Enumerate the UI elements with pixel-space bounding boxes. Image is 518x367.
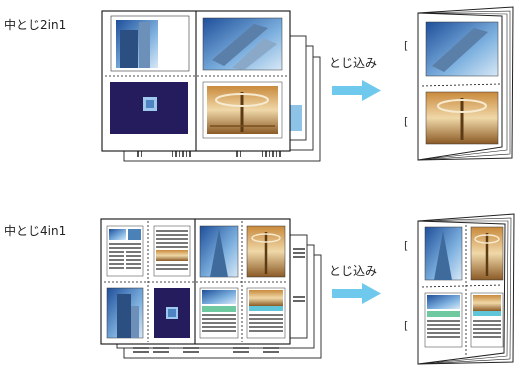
photo-navy-card bbox=[110, 82, 188, 134]
photo-navy-card-2 bbox=[154, 288, 190, 338]
photo-lobby-2 bbox=[246, 225, 286, 278]
svg-text:[: [ bbox=[404, 239, 408, 252]
photo-skyscraper-3 bbox=[199, 225, 239, 278]
page-text-2 bbox=[153, 225, 191, 277]
sheet-4in1-front bbox=[100, 218, 291, 345]
page-photo-text-1 bbox=[199, 287, 239, 339]
photo-tower bbox=[106, 287, 144, 339]
photo-lobby-1 bbox=[202, 81, 283, 139]
photo-skyscraper-1 bbox=[116, 20, 158, 68]
arrow-4in1 bbox=[332, 283, 381, 304]
arrow-2in1 bbox=[332, 80, 381, 101]
booklet-2in1: [ [ bbox=[404, 6, 514, 161]
page-text-1 bbox=[106, 225, 144, 277]
page-photo-text-2 bbox=[246, 287, 286, 339]
svg-text:[: [ bbox=[404, 39, 408, 52]
photo-skyscraper-2 bbox=[202, 17, 283, 71]
booklet-4in1: [ [ bbox=[404, 213, 515, 365]
section-label-2in1: 中とじ2in1 bbox=[4, 18, 67, 32]
section-label-4in1: 中とじ4in1 bbox=[4, 224, 67, 238]
svg-text:[: [ bbox=[404, 115, 408, 128]
sheet-2in1-front bbox=[101, 10, 291, 152]
arrow-label-2in1: とじ込み bbox=[329, 56, 378, 70]
arrow-label-4in1: とじ込み bbox=[329, 264, 378, 278]
svg-text:[: [ bbox=[404, 319, 408, 332]
